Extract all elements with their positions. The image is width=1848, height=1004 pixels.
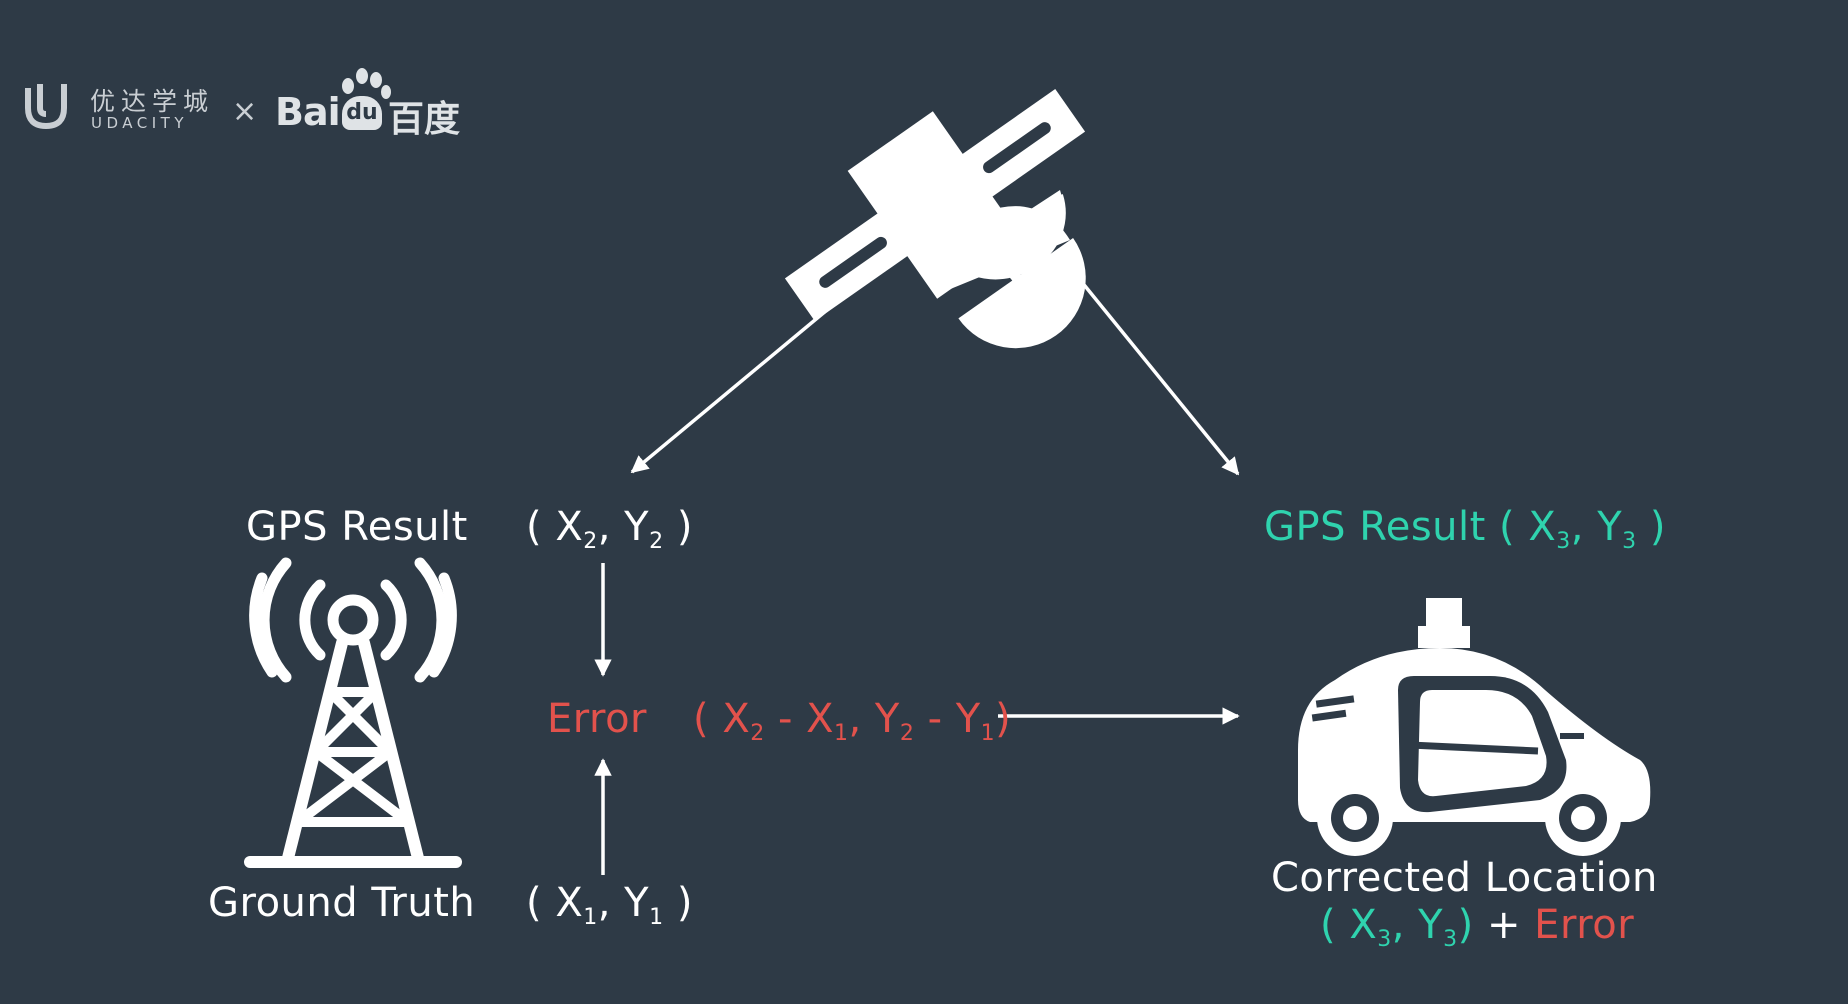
satellite-dish bbox=[945, 206, 1070, 290]
error-label: Error bbox=[547, 696, 647, 742]
ground-truth-label: Ground Truth bbox=[208, 880, 476, 926]
cell-tower-icon bbox=[244, 557, 462, 868]
error-diff-coords: ( X2 - X1, Y2 - Y1) bbox=[693, 696, 1012, 746]
gps-result-left-label: GPS Result bbox=[246, 504, 468, 550]
baidu-en-name: Bai bbox=[275, 90, 341, 134]
udacity-logo-icon bbox=[25, 84, 67, 130]
ground-truth-coords: ( X1, Y1 ) bbox=[526, 880, 693, 930]
arrow-satellite-to-gps-left bbox=[630, 303, 835, 474]
logo-separator: × bbox=[232, 94, 258, 129]
udacity-cn-name: 优达学城 bbox=[90, 87, 215, 116]
baidu-paw-icon bbox=[342, 68, 391, 99]
baidu-du-badge: du bbox=[342, 96, 382, 130]
udacity-en-name: UDACITY bbox=[91, 114, 188, 132]
gps-result-left-coords: ( X2, Y2 ) bbox=[526, 504, 693, 554]
corrected-location-label: Corrected Location bbox=[1271, 855, 1658, 901]
corrected-location-formula: ( X3, Y3) + Error bbox=[1320, 902, 1635, 952]
self-driving-car-icon bbox=[1298, 598, 1651, 856]
baidu-cn-name: 百度 bbox=[388, 99, 461, 140]
arrow-satellite-to-gps-right bbox=[1070, 268, 1240, 476]
gps-result-right-label: GPS Result ( X3, Y3 ) bbox=[1264, 504, 1666, 554]
